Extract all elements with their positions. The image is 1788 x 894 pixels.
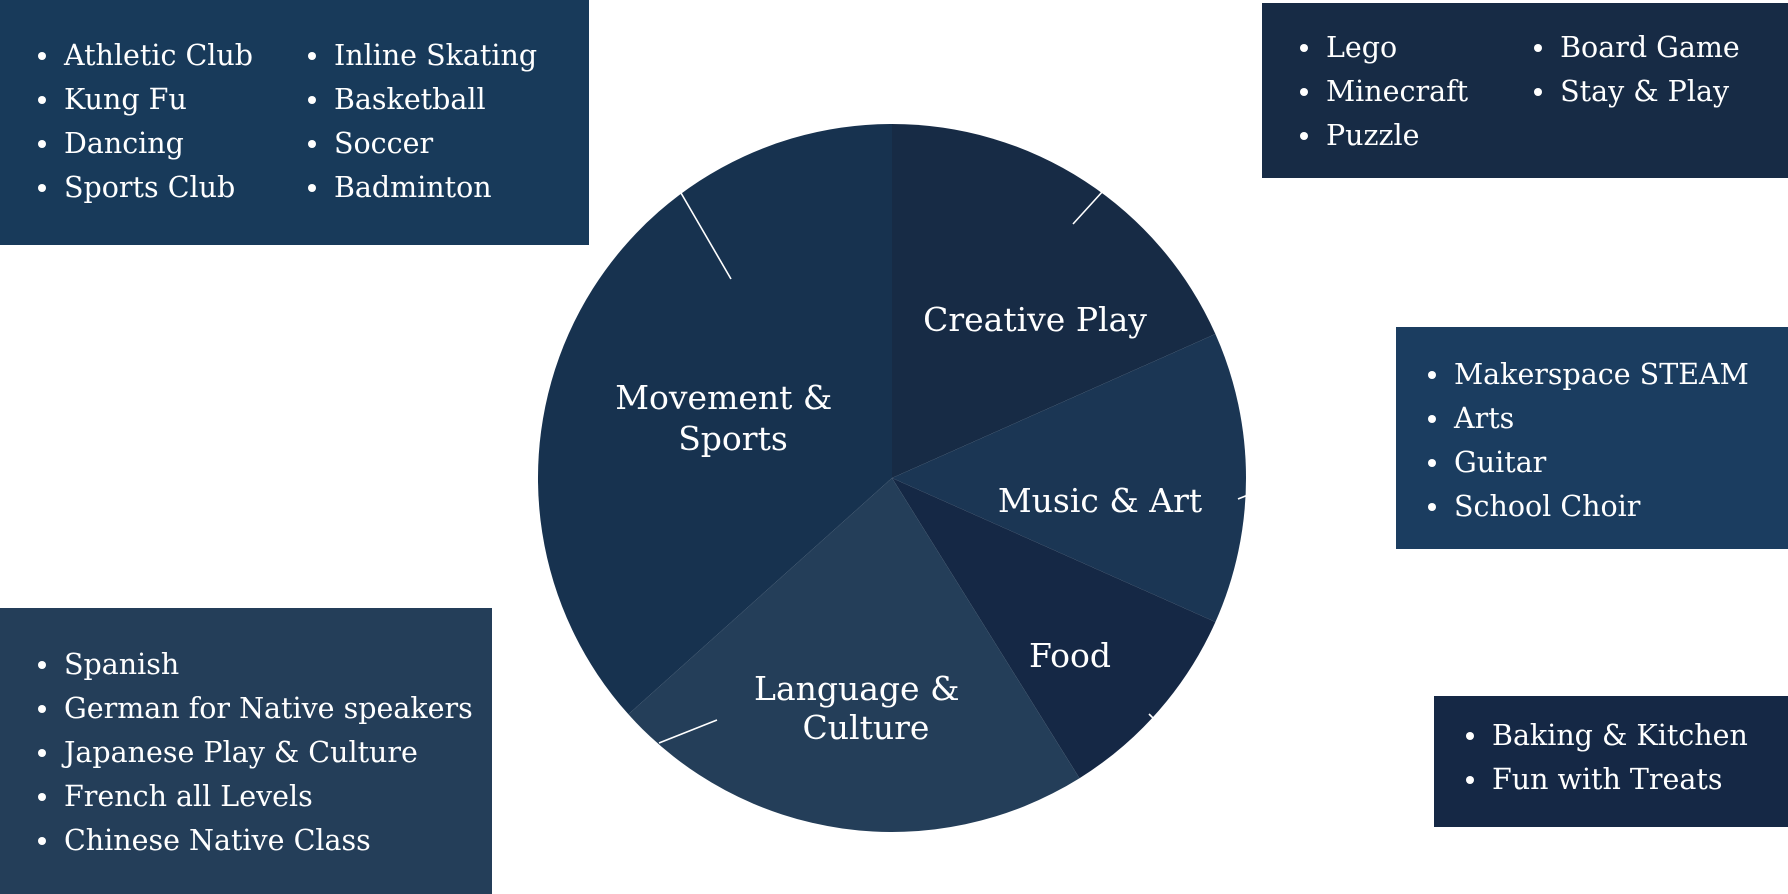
box-movement-sports: Athletic Club Kung Fu Dancing Sports Clu… (0, 0, 589, 245)
label-movement-sports-line1: Movement & (615, 378, 832, 417)
list-item: Dancing (34, 122, 253, 166)
list-item: Puzzle (1296, 114, 1468, 158)
box-food: Baking & Kitchen Fun with Treats (1434, 696, 1788, 827)
list-item: Fun with Treats (1462, 758, 1788, 802)
list-item: Guitar (1424, 441, 1788, 485)
box-music-art: Makerspace STEAM Arts Guitar School Choi… (1396, 327, 1788, 549)
slice-music-art (892, 334, 1247, 622)
food-list: Baking & Kitchen Fun with Treats (1462, 714, 1788, 802)
list-item: School Choir (1424, 485, 1788, 529)
list-item: Inline Skating (304, 34, 537, 78)
slice-creative-play (892, 124, 1216, 478)
label-language-culture-line1: Language & (754, 669, 959, 708)
connector-music-art (1237, 494, 1249, 500)
list-item: Arts (1424, 397, 1788, 441)
label-food: Food (1029, 636, 1111, 675)
label-language-culture-line2: Culture (803, 708, 930, 747)
creative-play-list-col2: Board Game Stay & Play (1530, 26, 1740, 158)
list-item: Basketball (304, 78, 537, 122)
list-item: Sports Club (34, 166, 253, 210)
creative-play-list-col1: Lego Minecraft Puzzle (1296, 26, 1468, 158)
label-music-art-line1: Music & Art (998, 481, 1202, 520)
movement-sports-list-col1: Athletic Club Kung Fu Dancing Sports Clu… (34, 34, 253, 210)
slice-food (892, 478, 1216, 779)
list-item: Soccer (304, 122, 537, 166)
connector-movement-sports (680, 192, 732, 280)
label-music-art: Music & Art (998, 481, 1202, 520)
list-item: Japanese Play & Culture (34, 731, 492, 775)
list-item: Board Game (1530, 26, 1740, 70)
connector-food (1148, 713, 1158, 723)
connector-creative-play (1072, 190, 1104, 225)
slice-language-culture (628, 478, 1080, 832)
connector-language-culture (658, 719, 718, 744)
list-item: Lego (1296, 26, 1468, 70)
music-art-list: Makerspace STEAM Arts Guitar School Choi… (1424, 353, 1788, 529)
list-item: Badminton (304, 166, 537, 210)
label-creative-play: Creative Play (923, 300, 1147, 339)
label-food-line1: Food (1029, 636, 1111, 675)
list-item: German for Native speakers (34, 687, 492, 731)
label-language-culture: Language & Culture (754, 669, 970, 747)
label-creative-play-line1: Creative Play (923, 300, 1147, 339)
box-creative-play: Lego Minecraft Puzzle Board Game Stay & … (1262, 3, 1788, 178)
list-item: Spanish (34, 643, 492, 687)
list-item: Athletic Club (34, 34, 253, 78)
list-item: Minecraft (1296, 70, 1468, 114)
slice-movement-sports (537, 123, 892, 715)
label-movement-sports-line2: Sports (678, 419, 788, 458)
movement-sports-list-col2: Inline Skating Basketball Soccer Badmint… (304, 34, 537, 210)
list-item: Chinese Native Class (34, 819, 492, 863)
label-movement-sports: Movement & Sports (615, 378, 843, 458)
list-item: French all Levels (34, 775, 492, 819)
language-culture-list: Spanish German for Native speakers Japan… (34, 643, 492, 863)
list-item: Makerspace STEAM (1424, 353, 1788, 397)
list-item: Baking & Kitchen (1462, 714, 1788, 758)
box-language-culture: Spanish German for Native speakers Japan… (0, 608, 492, 894)
list-item: Stay & Play (1530, 70, 1740, 114)
list-item: Kung Fu (34, 78, 253, 122)
